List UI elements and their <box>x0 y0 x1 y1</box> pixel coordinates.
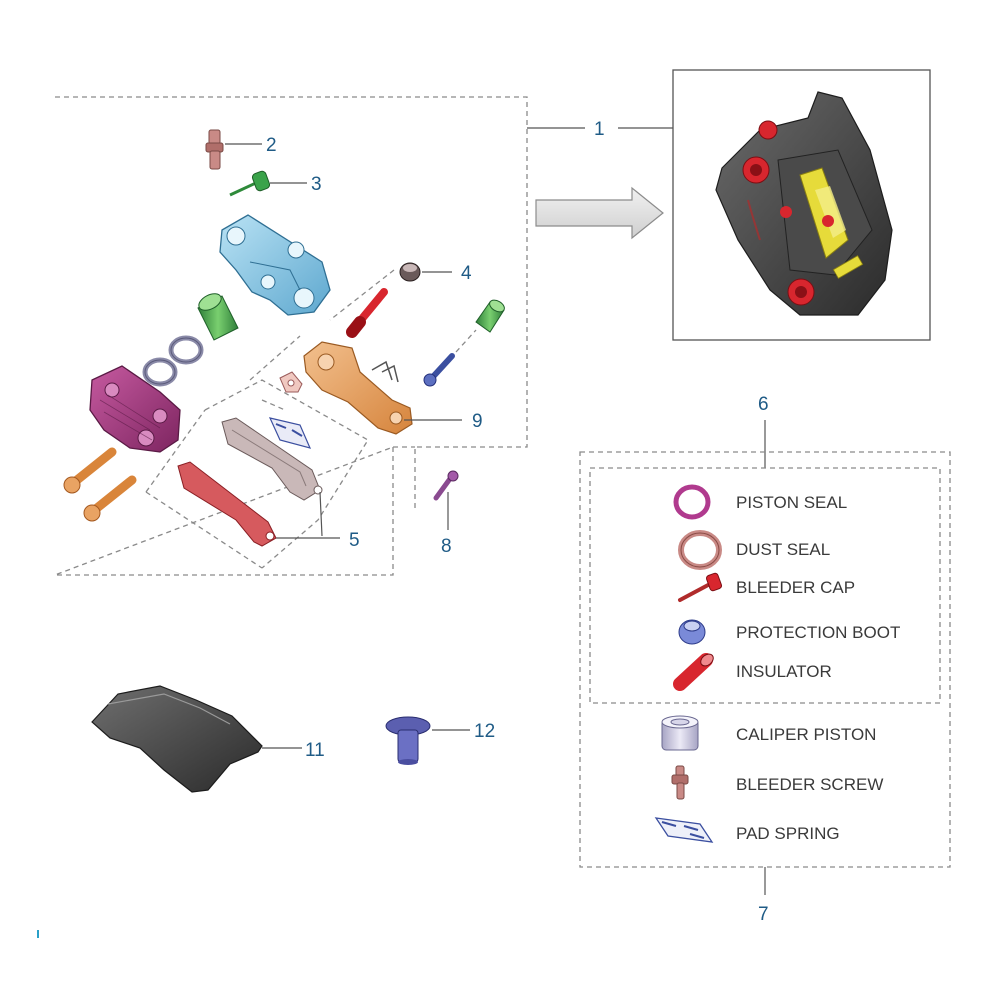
callout-1: 1 <box>594 119 605 140</box>
kit-6-label-dust-seal: DUST SEAL <box>736 540 830 559</box>
callout-3: 3 <box>311 174 322 195</box>
kit-6-frame <box>589 467 941 704</box>
slide-pin-bolt-part <box>423 353 455 387</box>
protection-boot-part <box>399 262 421 282</box>
bleeder-cap-part <box>229 170 271 197</box>
piston-seal-icon <box>673 484 711 520</box>
callout-7: 7 <box>758 904 769 925</box>
slide-pin-sleeve-part <box>475 299 505 333</box>
insulator-pin-part <box>346 288 388 338</box>
callout-9: 9 <box>472 411 483 432</box>
piston-seals-part <box>142 335 204 387</box>
bleeder-cap-icon <box>678 572 723 602</box>
caliper-cover-part <box>91 685 263 793</box>
protection-boot-icon <box>678 619 706 645</box>
caliper-piston-icon <box>661 715 699 751</box>
bracket-washer-part <box>279 371 303 393</box>
bleeder-screw-part <box>205 129 224 170</box>
insulator-icon <box>673 653 714 691</box>
callout-2: 2 <box>266 135 277 156</box>
kit-6-label-insulator: INSULATOR <box>736 662 832 681</box>
bleeder-bolt-part <box>433 470 459 501</box>
callout-12: 12 <box>474 721 495 742</box>
brake-pad-rear-part <box>221 417 323 501</box>
callout-5: 5 <box>349 530 360 551</box>
bleeder-screw-icon <box>671 765 689 800</box>
caliper-half-upper-part <box>219 214 331 316</box>
dust-seal-icon <box>678 530 722 570</box>
kit-6-label-bleeder-cap: BLEEDER CAP <box>736 578 855 597</box>
rivet-part <box>385 716 431 765</box>
caliper-piston-part <box>197 293 239 341</box>
callout-8: 8 <box>441 536 452 557</box>
callout-4: 4 <box>461 263 472 284</box>
brake-pad-front-part <box>177 461 277 547</box>
pad-spring-part <box>268 417 312 449</box>
pad-pin-clip-part <box>371 360 399 383</box>
kit-6-label-piston-seal: PISTON SEAL <box>736 493 847 512</box>
arrow-right-icon <box>535 186 664 240</box>
kit-7-frame <box>579 451 951 868</box>
pad-spring-icon <box>654 817 714 843</box>
caliper-bolts-part <box>63 447 137 522</box>
kit-7-label-bleeder-screw: BLEEDER SCREW <box>736 775 883 794</box>
callout-6: 6 <box>758 394 769 415</box>
kit-7-label-caliper-piston: CALIPER PISTON <box>736 725 876 744</box>
assembly-frame <box>54 96 528 576</box>
kit-7-label-pad-spring: PAD SPRING <box>736 824 840 843</box>
kit-6-label-protection-boot: PROTECTION BOOT <box>736 623 900 642</box>
assembled-caliper-view <box>672 69 931 341</box>
caliper-half-lower-part <box>89 365 181 453</box>
callout-11: 11 <box>305 740 325 761</box>
mounting-bracket-part <box>303 341 413 435</box>
